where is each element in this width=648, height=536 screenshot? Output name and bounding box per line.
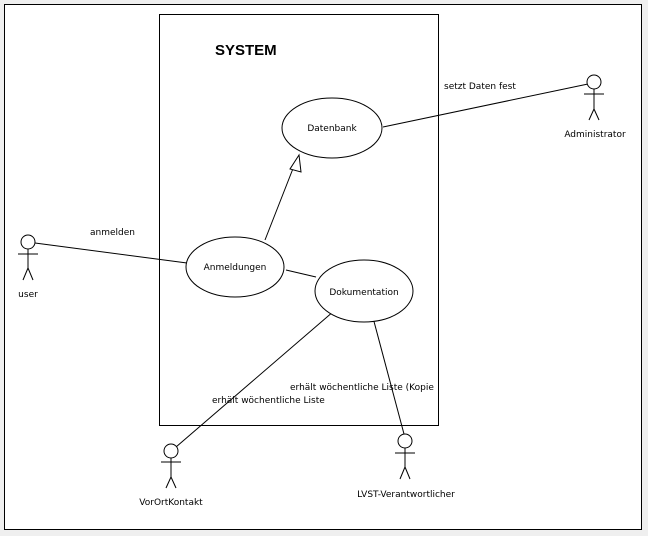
actor-vorortkontakt[interactable]: VorOrtKontakt [139, 443, 203, 508]
actor-label: user [18, 290, 38, 300]
generalization-arrowhead [289, 153, 302, 173]
system-title: SYSTEM [215, 42, 277, 59]
use-case-dokumentation[interactable]: Dokumentation [314, 259, 414, 323]
stick-figure-icon [584, 74, 604, 121]
association-anmeldungen-dokumentation[interactable] [285, 269, 317, 278]
association-admin-datenbank[interactable] [382, 83, 589, 128]
system-boundary[interactable] [159, 14, 439, 426]
use-case-datenbank[interactable]: Datenbank [281, 97, 383, 159]
generalization-anmeldungen-datenbank[interactable] [264, 165, 295, 241]
actor-label: Administrator [564, 130, 626, 140]
association-lvst-dokumentation[interactable] [371, 313, 405, 435]
use-case-label: Dokumentation [329, 288, 398, 298]
association-label-vorort: erhält wöchentliche Liste [212, 396, 325, 406]
association-label-anmelden: anmelden [90, 228, 135, 238]
use-case-label: Anmeldungen [204, 263, 267, 273]
actor-lvst-verantwortlicher[interactable]: LVST-Verantwortlicher [357, 433, 455, 500]
actor-label: LVST-Verantwortlicher [357, 490, 455, 500]
association-user-anmeldungen[interactable] [34, 242, 188, 264]
actor-administrator[interactable]: Administrator [564, 74, 626, 140]
association-label-lvst: erhält wöchentliche Liste (Kopie [290, 383, 434, 393]
association-label-setzt-daten-fest: setzt Daten fest [444, 82, 516, 92]
use-case-label: Datenbank [307, 124, 357, 134]
stick-figure-icon [18, 234, 38, 281]
stick-figure-icon [395, 433, 415, 480]
actor-label: VorOrtKontakt [139, 498, 203, 508]
association-vorort-dokumentation[interactable] [175, 310, 335, 448]
use-case-anmeldungen[interactable]: Anmeldungen [185, 236, 285, 298]
stick-figure-icon [161, 443, 181, 489]
actor-user[interactable]: user [18, 234, 38, 300]
